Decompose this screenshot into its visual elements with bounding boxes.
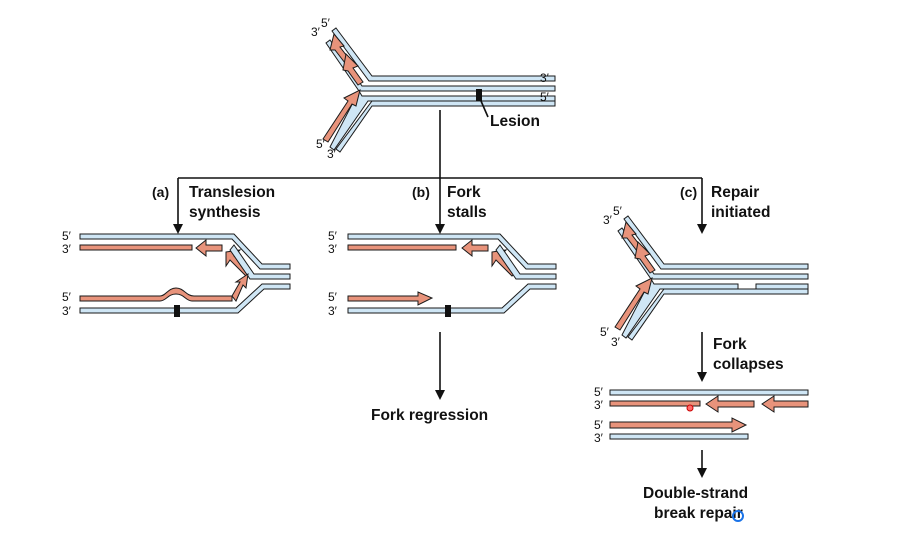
panel-b-stalled-fork xyxy=(347,233,557,317)
top-3prime-upper: 3′ xyxy=(311,25,321,39)
panel-b-top-new-left xyxy=(347,244,457,251)
cursor-indicator xyxy=(732,510,744,522)
arrowhead-to-c xyxy=(697,224,707,234)
collapsed-okazaki-arrow-1 xyxy=(705,395,755,413)
top-fork-upper-arm-outer xyxy=(331,27,556,82)
panel-c-upper-arm-outer xyxy=(623,215,809,270)
lesion-label: Lesion xyxy=(490,113,540,130)
panel-a-lesion xyxy=(174,305,180,317)
panel-c-lower-arm-outer xyxy=(627,288,809,341)
panel-a-bottom-leading-arrow xyxy=(231,272,249,302)
panel-a-translesion-fork xyxy=(79,233,291,317)
panel-a-letter: (a) xyxy=(152,184,169,200)
top-fork-leading-strand xyxy=(322,89,361,143)
panel-c-title-line2: initiated xyxy=(711,204,770,221)
panel-b-inner-parental-upper xyxy=(495,244,557,280)
panel-c-leading-strand xyxy=(614,277,653,331)
top-replication-fork xyxy=(322,27,556,153)
panel-c-3prime-lower: 3′ xyxy=(611,335,621,349)
branch-connectors xyxy=(173,110,707,234)
collapsed-5prime-bottom: 5′ xyxy=(594,418,604,432)
arrowhead-to-a xyxy=(173,224,183,234)
panel-c-down-arrowhead-1 xyxy=(697,372,707,382)
panel-a-5prime-bottom: 5′ xyxy=(62,290,72,304)
panel-c-repair-fork xyxy=(614,215,809,341)
collapsed-fork xyxy=(609,389,809,440)
panel-a-bottom-parental xyxy=(79,283,291,314)
panel-b-3prime-bottom: 3′ xyxy=(328,304,338,318)
collapsed-3prime-top: 3′ xyxy=(594,398,604,412)
collapsed-3prime-bottom: 3′ xyxy=(594,431,604,445)
panel-a-3prime-top: 3′ xyxy=(62,242,72,256)
dsb-repair-line2: break repair xyxy=(654,505,743,522)
panel-c-down-arrowhead-2 xyxy=(697,468,707,478)
top-fork-lesion xyxy=(476,89,482,101)
panel-a-bottom-new-strand xyxy=(79,287,233,302)
panel-b-title-line1: Fork xyxy=(447,184,481,201)
panel-c-upper-arm-inner xyxy=(617,227,809,280)
panel-a-top-okazaki-arrow xyxy=(195,238,223,258)
top-fork-lower-arm-outer xyxy=(335,100,556,153)
top-fork-upper-arm-inner xyxy=(325,39,556,92)
dsb-repair-line1: Double-strand xyxy=(643,485,748,502)
collapsed-leading-arrow xyxy=(609,417,748,433)
panel-c-3prime-upper: 3′ xyxy=(603,213,613,227)
collapsed-top-new-left xyxy=(609,400,701,407)
panel-b-bottom-parental xyxy=(347,283,557,314)
top-fork-lagging-fragment-2 xyxy=(342,52,364,86)
panel-b-3prime-top: 3′ xyxy=(328,242,338,256)
panel-a-inner-parental-upper xyxy=(229,244,291,280)
panel-a-title-line2: synthesis xyxy=(189,204,261,221)
fork-regression-label: Fork regression xyxy=(371,407,488,424)
panel-b-letter: (b) xyxy=(412,184,430,200)
top-3prime-lower: 3′ xyxy=(327,147,337,161)
panel-b-bottom-leading-arrow xyxy=(347,291,434,306)
collapsed-bottom-parental xyxy=(609,433,749,440)
top-fork-lagging-fragment-1 xyxy=(329,32,351,64)
panel-a-3prime-bottom: 3′ xyxy=(62,304,72,318)
panel-b-top-parental xyxy=(347,233,557,270)
top-5prime-lower: 5′ xyxy=(316,137,326,151)
collapsed-top-parental xyxy=(609,389,809,396)
collapsed-marker-dot xyxy=(686,404,694,412)
panel-b-top-okazaki-arrow xyxy=(461,238,489,258)
panel-c-5prime-upper: 5′ xyxy=(613,204,623,218)
panel-c-lagging-fragment-1 xyxy=(621,220,643,252)
panel-a-top-new-left xyxy=(79,244,193,251)
panel-b-5prime-top: 5′ xyxy=(328,229,338,243)
panel-c-letter: (c) xyxy=(680,184,697,200)
top-3prime-right: 3′ xyxy=(540,71,550,85)
panel-b-title-line2: stalls xyxy=(447,204,487,221)
lesion-pointer xyxy=(480,100,489,118)
panel-b-down-arrowhead xyxy=(435,390,445,400)
panel-a-5prime-top: 5′ xyxy=(62,229,72,243)
panel-a-title-line1: Translesion xyxy=(189,184,275,201)
panel-a-top-parental xyxy=(79,233,291,270)
fork-collapses-line2: collapses xyxy=(713,356,784,373)
top-5prime-upper: 5′ xyxy=(321,16,331,30)
panel-c-5prime-lower: 5′ xyxy=(600,325,610,339)
panel-c-lagging-fragment-2 xyxy=(634,240,656,274)
panel-b-lesion xyxy=(445,305,451,317)
top-5prime-right: 5′ xyxy=(540,90,550,104)
panel-b-5prime-bottom: 5′ xyxy=(328,290,338,304)
fork-collapses-line1: Fork xyxy=(713,336,747,353)
collapsed-5prime-top: 5′ xyxy=(594,385,604,399)
collapsed-okazaki-arrow-2 xyxy=(761,395,809,413)
arrowhead-to-b xyxy=(435,224,445,234)
panel-c-title-line1: Repair xyxy=(711,184,759,201)
panel-c-lower-arm-right xyxy=(755,283,809,290)
